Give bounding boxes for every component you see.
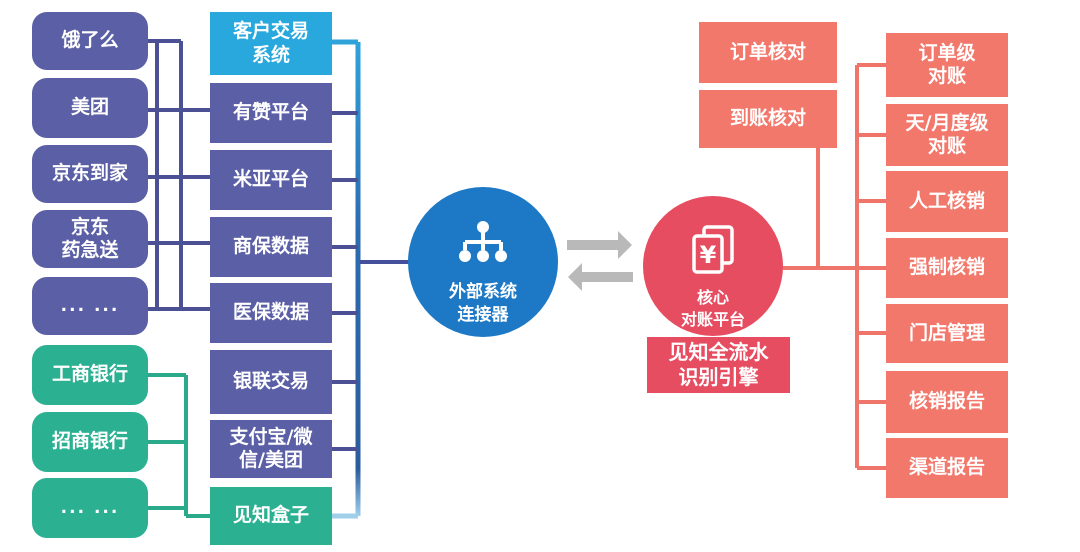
platform-jd-daojia: 京东到家 [32, 145, 148, 203]
cap-order-level-recon: 订单级 对账 [886, 33, 1008, 97]
hub-label: 外部系统 连接器 [449, 282, 517, 325]
system-jianzhi-box: 见知盒子 [210, 487, 332, 545]
platform-eleme: 饿了么 [32, 12, 148, 70]
cap-writeoff-report: 核销报告 [886, 371, 1008, 433]
cap-store-management: 门店管理 [886, 304, 1008, 363]
cap-manual-writeoff: 人工核销 [886, 171, 1008, 232]
system-youzan: 有赞平台 [210, 83, 332, 143]
system-unionpay: 银联交易 [210, 350, 332, 414]
cap-channel-report: 渠道报告 [886, 438, 1008, 498]
engine-box: 见知全流水 识别引擎 [647, 337, 790, 393]
platform-meituan: 美团 [32, 78, 148, 138]
arrow-left-icon [568, 263, 633, 291]
system-miya: 米亚平台 [210, 150, 332, 210]
external-system-connector-hub: 外部系统 连接器 [408, 187, 558, 337]
yen-cards-icon: ¥ [686, 200, 740, 283]
check-order: 订单核对 [699, 22, 837, 83]
bank-more: ... ... [32, 478, 148, 538]
bank-icbc: 工商银行 [32, 345, 148, 405]
system-commercial-insurance: 商保数据 [210, 217, 332, 277]
salmon-connectors [780, 63, 886, 470]
bank-cmb: 招商银行 [32, 412, 148, 472]
blue-trunk-connectors [332, 39, 412, 519]
platform-more: ... ... [32, 277, 148, 335]
system-customer-trade: 客户交易 系统 [210, 12, 332, 75]
check-arrival: 到账核对 [699, 90, 837, 148]
green-connectors [148, 373, 210, 518]
platform-jd-yaojisong: 京东 药急送 [32, 210, 148, 268]
org-chart-icon [455, 197, 511, 277]
purple-connectors [148, 39, 210, 311]
system-medical-insurance: 医保数据 [210, 283, 332, 343]
system-alipay-wechat-meituan: 支付宝/微 信/美团 [210, 420, 332, 478]
cap-day-month-recon: 天/月度级 对账 [886, 104, 1008, 166]
svg-text:¥: ¥ [700, 241, 717, 269]
cap-forced-writeoff: 强制核销 [886, 238, 1008, 298]
core-reconciliation-platform: ¥ 核心 对账平台 [643, 196, 783, 336]
arrow-right-icon [567, 231, 632, 259]
core-label: 核心 对账平台 [680, 288, 745, 330]
